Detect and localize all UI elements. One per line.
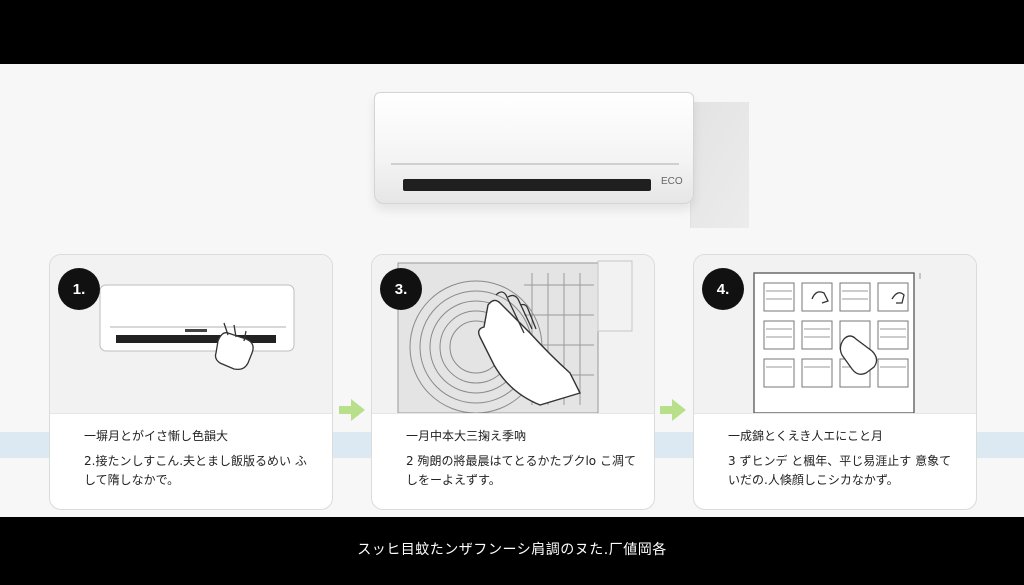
step-description: 2 殉朗の將最晨はてとるかたブクlo こ凋てしをーよえずす。: [406, 454, 636, 487]
hero-shadow: [690, 102, 749, 228]
caption-subtitle: スッヒ目蚊たンザフンーシ肩調のヌた.厂値岡各: [357, 542, 667, 558]
card-divider: [694, 413, 976, 414]
step-3-text: 一月中本大三掬え季吶 2 殉朗の將最晨はてとるかたブクlo こ凋てしをーよえずす…: [406, 427, 638, 490]
step-title: 一月中本大三掬え季吶: [406, 429, 527, 443]
ac-wipe-illustration: [99, 284, 295, 371]
ac-vent: [403, 179, 651, 191]
hero-ac-unit: ECO: [370, 92, 750, 232]
fan-clean-illustration: [397, 260, 633, 413]
step-number-badge: 3.: [380, 268, 422, 310]
ac-seam-line: [391, 163, 679, 165]
step-card-1: 1. 一塀月とがイさ慚し色韻大 2.接たンしすこん.夫とまし飯版るめい ふして隋…: [49, 254, 333, 510]
eco-label: ECO: [661, 176, 683, 187]
step-title: 一塀月とがイさ慚し色韻大: [84, 429, 229, 443]
arrow-right-icon: [660, 399, 686, 421]
step-4-text: 一成錦とくえき人エにこと月 3 ずヒンデ と楓年、平じ易涯止す 意象ていだの.人…: [728, 427, 960, 490]
step-description: 2.接たンしすこん.夫とまし飯版るめい ふして隋しなかで。: [84, 454, 307, 487]
step-number-badge: 4.: [702, 268, 744, 310]
arrow-right-icon: [339, 399, 365, 421]
step-number-badge: 1.: [58, 268, 100, 310]
card-divider: [372, 413, 654, 414]
step-1-text: 一塀月とがイさ慚し色韻大 2.接たンしすこん.夫とまし飯版るめい ふして隋しなか…: [84, 427, 316, 490]
ac-unit-body: ECO: [374, 92, 694, 204]
step-card-4: 4. 一成錦とくえき人エにこと月 3 ずヒンデ と楓年、平じ易涯止す 意象ていだ…: [693, 254, 977, 510]
step-card-3: 3. 一月中本大三掬え季吶 2 殉朗の將最晨はてとるかたブクlo こ凋てしをーよ…: [371, 254, 655, 510]
stage: ECO 1. 一塀月とがイさ慚し色韻大 2.接たンしすこん.夫とまし飯版るめい …: [0, 64, 1024, 517]
step-description: 3 ずヒンデ と楓年、平じ易涯止す 意象ていだの.人倏顔しこシカなかず。: [728, 454, 952, 487]
step-title: 一成錦とくえき人エにこと月: [728, 429, 884, 443]
filter-grid-illustration: [753, 272, 921, 413]
card-divider: [50, 413, 332, 414]
